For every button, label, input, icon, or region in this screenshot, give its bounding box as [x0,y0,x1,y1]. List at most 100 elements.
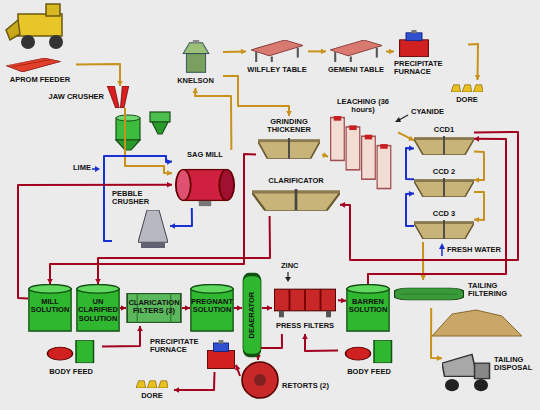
equipment-label: RETORTS (2) [282,382,330,390]
flow-path [170,208,192,226]
reagent-label: FRESH WATER [446,246,502,254]
arrow-head [302,334,308,339]
pump-icon [46,338,96,364]
flow-line [192,88,231,150]
solution-tank: MILL SOLUTION [28,284,72,332]
equipment-label: BODY FEED [40,368,102,376]
equipment-label: PRECIPITATE FURNACE [150,338,204,355]
filter-unit: TAILING FILTERING [394,280,518,308]
arrow-head [241,49,246,55]
truck-icon [442,350,492,394]
arrow-head [286,111,292,116]
haul-truck: TAILING DISPOSAL [442,342,536,396]
ccd-thickener: CCD 3 [414,210,474,242]
thickener-icon [252,189,340,214]
flow-path [368,139,506,284]
arrow-head [185,305,190,311]
deaerator-column: DEAERATOR [242,272,262,358]
equipment-label: DORE [446,96,488,104]
arrow-head [340,202,345,208]
equipment-label: BARREN SOLUTION [346,298,390,315]
furnace-unit: PRECIPITATE FURNACE [150,336,236,372]
jaw-icon [106,86,130,108]
arrow-head [474,136,479,142]
equipment-label: DORE [130,392,174,400]
solution-tank: PREGNANT SOLUTION [190,284,234,332]
solution-tank: UN CLARIFIED SOLUTION [76,284,120,332]
flow-line [182,305,190,311]
equipment-label: CCD 3 [414,210,474,218]
shaking-table: WILFLEY TABLE [246,40,308,78]
furnace-icon [206,340,236,370]
loader-truck [6,4,63,49]
equipment-label: PEBBLE CRUSHER [112,190,162,207]
feeder-icon [6,58,61,72]
flow-line [223,76,292,116]
equipment-label: GEMENI TABLE [326,66,386,74]
flow-line [262,305,272,311]
flow-path [125,108,172,173]
arrow-head [341,298,346,304]
flow-path [406,148,414,179]
equipment-label: PREGNANT SOLUTION [190,298,234,315]
flow-line [340,132,518,260]
dore-icon [451,80,483,92]
arrow-head [322,152,328,157]
arrow-head [420,275,426,280]
tailfilter-icon [394,284,464,304]
reagent-label: CYANIDE [410,108,445,116]
dosing-unit: BODY FEED [338,338,400,380]
equipment-label: GRINDING THICKENER [256,118,322,135]
table-icon [330,40,382,62]
arrow-head [474,217,479,223]
reagent-arrows [87,115,445,282]
arrow-head [174,387,179,393]
flow-path [258,334,282,360]
arrow-head [409,191,414,197]
arrow-head [321,49,326,55]
shaking-table: GEMENI TABLE [326,40,386,78]
flow-path [406,194,414,226]
arrow-head [409,145,414,151]
flow-line [338,298,346,304]
flow-path [76,64,120,86]
flow-line [474,192,484,223]
bullion-bars: DORE [446,80,488,108]
flow-line [302,334,338,351]
arrow-head [167,159,172,165]
equipment-label: PRESS FILTERS [272,322,338,330]
flow-line [386,49,394,55]
equipment-label: CLARIFICATOR [252,177,340,185]
flow-path [236,365,240,376]
furnace-unit: PRECIPITATE FURNACE [394,30,468,78]
dore-icon [136,376,168,388]
thickener-icon [414,220,474,242]
equipment-label: MILL SOLUTION [28,298,72,315]
equipment-label: JAW CRUSHER [36,93,104,101]
flow-line [368,136,506,284]
arrow-head [267,305,272,311]
furnace-icon [398,30,430,58]
thickener-icon [414,178,474,200]
flow-line [120,305,126,311]
leach-tanks: LEACHING (36 hours) [328,98,398,196]
equipment-label: TAILING DISPOSAL [494,356,536,373]
thickener-icon [414,136,474,158]
flow-path [18,185,172,299]
arrow-head [389,49,394,55]
filter-unit: CLARICATION FILTERS (3) [126,290,182,326]
arrow-head [167,170,172,176]
equipment-label: KNELSON [168,77,223,85]
arrow-head [408,136,414,141]
feeder-unit: APROM FEEDER [4,58,76,90]
arrow-head [235,365,240,371]
equipment-label: BODY FEED [338,368,400,376]
thickener-unit: GRINDING THICKENER [256,116,322,164]
bullion-bars: DORE [130,376,174,404]
flow-path [174,372,215,390]
press-icon [274,282,336,318]
flow-line [76,64,123,86]
equipment-label: WILFLEY TABLE [246,66,308,74]
flow-line [431,308,442,361]
arrow-head [95,279,101,284]
